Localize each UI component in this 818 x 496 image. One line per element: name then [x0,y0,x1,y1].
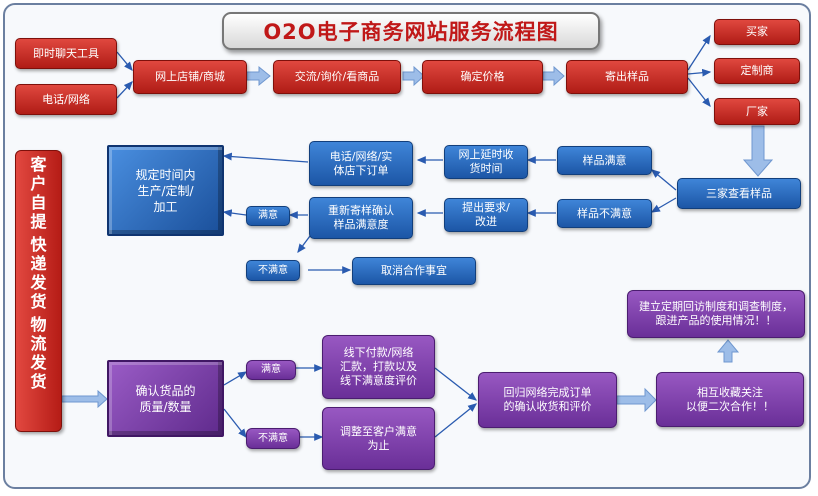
line-offline-to-complete [434,367,478,401]
line-send-to-manufacturer [687,77,711,108]
node-customizer: 定制商 [714,58,800,84]
node-unsatisfied-small: 不满意 [246,260,300,281]
line-satisfied-to-produce [222,209,247,217]
line-adjust-to-complete [434,403,478,438]
line-check-to-unsatisfied [650,197,677,213]
arrow-store-to-communicate [246,65,271,87]
node-chat-tools: 即时聊天工具 [15,38,117,69]
delivery-methods-banner: 客户自提 快递发货 物流发货 [15,150,62,432]
line-send-to-buyer [687,34,711,71]
node-bottom-satisfied: 满意 [246,360,296,380]
node-online-store: 网上店铺/商城 [133,60,247,94]
line-check-to-satisfied [651,169,677,191]
node-online-delay: 网上延时收 货时间 [444,145,528,179]
node-confirm-goods: 确认货品的 质量/数量 [107,360,224,437]
node-bottom-unsatisfied: 不满意 [246,428,300,449]
node-communicate: 交流/询价/看商品 [273,60,401,94]
node-phone-order: 电话/网络/实 体店下订单 [309,141,413,186]
arrow-price-to-send [542,65,565,87]
arrow-complete-to-collect [616,387,657,413]
line-goods-to-satisfied [223,371,248,386]
node-cancel: 取消合作事宜 [352,257,476,285]
node-satisfied-small: 满意 [246,206,290,226]
node-adjust: 调整至客户满意 为止 [322,407,435,470]
line-resend-to-unsatisfied [297,235,311,254]
line-goods-to-unsatisfied [223,408,247,439]
node-sample-satisfied: 样品满意 [557,146,652,175]
line-send-to-customizer [687,68,712,77]
node-produce: 规定时间内 生产/定制/ 加工 [107,145,224,236]
delivery-self-pickup: 客户自提 [30,155,47,231]
node-followup: 建立定期回访制度和调查制度， 跟进产品的使用情况！！ [627,290,805,338]
node-confirm-price: 确定价格 [422,60,543,94]
delivery-logistics: 物流发货 [30,315,47,391]
node-buyer: 买家 [714,19,800,45]
node-phone-network: 电话/网络 [15,84,117,115]
node-sample-unsatisfied: 样品不满意 [557,199,652,228]
arrow-collect-to-followup [716,339,740,363]
node-raise-request: 提出要求/ 改进 [444,198,528,232]
node-resend-confirm: 重新寄样确认 样品满意度 [309,197,413,239]
page-title: O2O电子商务网站服务流程图 [222,12,600,50]
node-three-parties-check: 三家查看样品 [677,178,801,209]
line-chat-to-store [116,51,133,71]
node-manufacturer: 厂家 [714,98,800,125]
arrow-communicate-to-price [402,65,425,87]
arrow-side-to-goods [61,389,108,409]
line-order-to-produce [222,152,309,163]
delivery-express: 快递发货 [30,235,47,311]
node-offline-pay: 线下付款/网络 汇款，打款以及 线下满意度评价 [322,335,435,399]
line-phone-to-store [116,81,133,99]
node-complete-order: 回归网络完成订单 的确认收货和评价 [478,372,617,428]
node-send-samples: 寄出样品 [566,60,688,94]
arrow-manufacturer-to-check [742,125,774,177]
node-collect: 相互收藏关注 以便二次合作！！ [656,372,804,427]
